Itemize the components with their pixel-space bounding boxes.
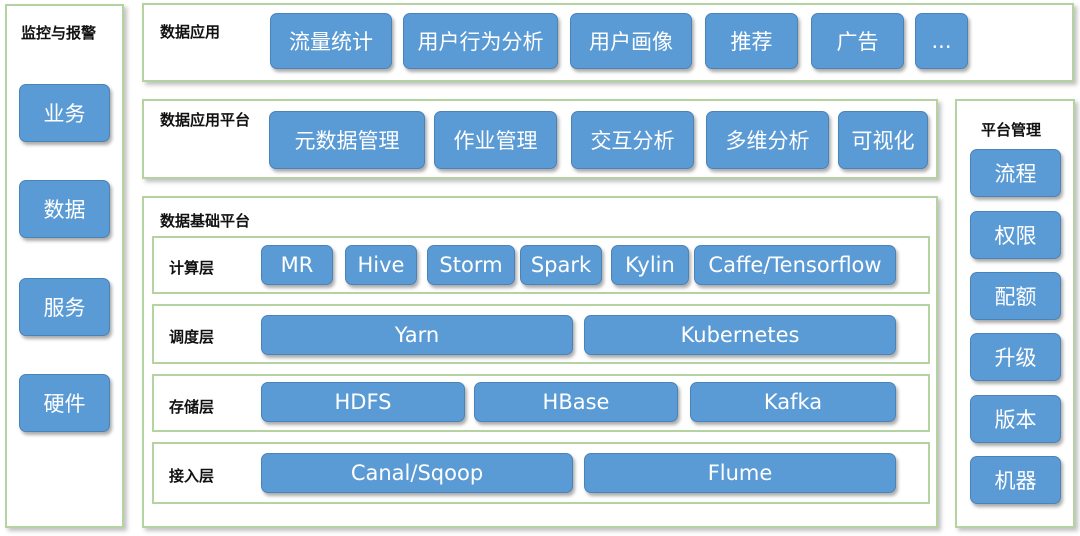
platform-mgmt-title: 平台管理 xyxy=(981,121,1042,139)
monitor-panel: 监控与报警 业务 数据 服务 硬件 xyxy=(5,4,124,528)
app-more[interactable]: ... xyxy=(915,13,968,69)
platform-jobs[interactable]: 作业管理 xyxy=(434,111,557,169)
storage-hdfs[interactable]: HDFS xyxy=(261,382,465,422)
app-ads[interactable]: 广告 xyxy=(811,13,904,69)
compute-caffe-tensorflow[interactable]: Caffe/Tensorflow xyxy=(694,245,896,285)
app-traffic-stats[interactable]: 流量统计 xyxy=(270,13,392,69)
data-apps-panel: 数据应用 流量统计 用户行为分析 用户画像 推荐 广告 ... xyxy=(142,3,1074,82)
base-platform-title: 数据基础平台 xyxy=(160,212,251,230)
platform-interactive[interactable]: 交互分析 xyxy=(571,111,694,169)
compute-spark[interactable]: Spark xyxy=(520,245,602,285)
compute-layer: 计算层 MR Hive Storm Spark Kylin Caffe/Tens… xyxy=(152,236,930,294)
monitor-item-service[interactable]: 服务 xyxy=(19,278,110,336)
compute-kylin[interactable]: Kylin xyxy=(611,245,689,285)
mgmt-permission[interactable]: 权限 xyxy=(970,211,1061,259)
app-platform-title: 数据应用平台 xyxy=(160,111,251,129)
storage-layer: 存储层 HDFS HBase Kafka xyxy=(152,374,930,432)
mgmt-upgrade[interactable]: 升级 xyxy=(970,333,1061,381)
mgmt-version[interactable]: 版本 xyxy=(970,395,1061,443)
base-platform-panel: 数据基础平台 计算层 MR Hive Storm Spark Kylin Caf… xyxy=(142,196,938,528)
compute-layer-title: 计算层 xyxy=(169,259,215,277)
ingest-flume[interactable]: Flume xyxy=(584,453,896,493)
compute-storm[interactable]: Storm xyxy=(427,245,515,285)
mgmt-quota[interactable]: 配额 xyxy=(970,272,1061,320)
compute-mr[interactable]: MR xyxy=(261,245,333,285)
ingest-layer: 接入层 Canal/Sqoop Flume xyxy=(152,442,930,504)
ingest-canal-sqoop[interactable]: Canal/Sqoop xyxy=(261,453,573,493)
monitor-item-hardware[interactable]: 硬件 xyxy=(19,374,110,432)
schedule-layer-title: 调度层 xyxy=(169,328,215,346)
platform-olap[interactable]: 多维分析 xyxy=(706,111,829,169)
data-apps-title: 数据应用 xyxy=(160,23,221,41)
app-user-behavior[interactable]: 用户行为分析 xyxy=(403,13,558,69)
storage-kafka[interactable]: Kafka xyxy=(690,382,896,422)
monitor-title: 监控与报警 xyxy=(21,24,97,42)
storage-hbase[interactable]: HBase xyxy=(474,382,678,422)
monitor-item-business[interactable]: 业务 xyxy=(19,84,110,142)
ingest-layer-title: 接入层 xyxy=(169,467,215,485)
app-recommend[interactable]: 推荐 xyxy=(705,13,798,69)
app-platform-panel: 数据应用平台 元数据管理 作业管理 交互分析 多维分析 可视化 xyxy=(142,99,938,179)
platform-mgmt-panel: 平台管理 流程 权限 配额 升级 版本 机器 xyxy=(955,99,1075,528)
monitor-item-data[interactable]: 数据 xyxy=(19,180,110,238)
storage-layer-title: 存储层 xyxy=(169,398,215,416)
mgmt-machine[interactable]: 机器 xyxy=(970,456,1061,504)
platform-visualization[interactable]: 可视化 xyxy=(838,111,928,169)
schedule-yarn[interactable]: Yarn xyxy=(261,315,573,355)
platform-metadata[interactable]: 元数据管理 xyxy=(269,111,425,169)
app-user-profile[interactable]: 用户画像 xyxy=(570,13,692,69)
schedule-layer: 调度层 Yarn Kubernetes xyxy=(152,304,930,364)
schedule-kubernetes[interactable]: Kubernetes xyxy=(584,315,896,355)
compute-hive[interactable]: Hive xyxy=(345,245,417,285)
mgmt-process[interactable]: 流程 xyxy=(970,149,1061,197)
